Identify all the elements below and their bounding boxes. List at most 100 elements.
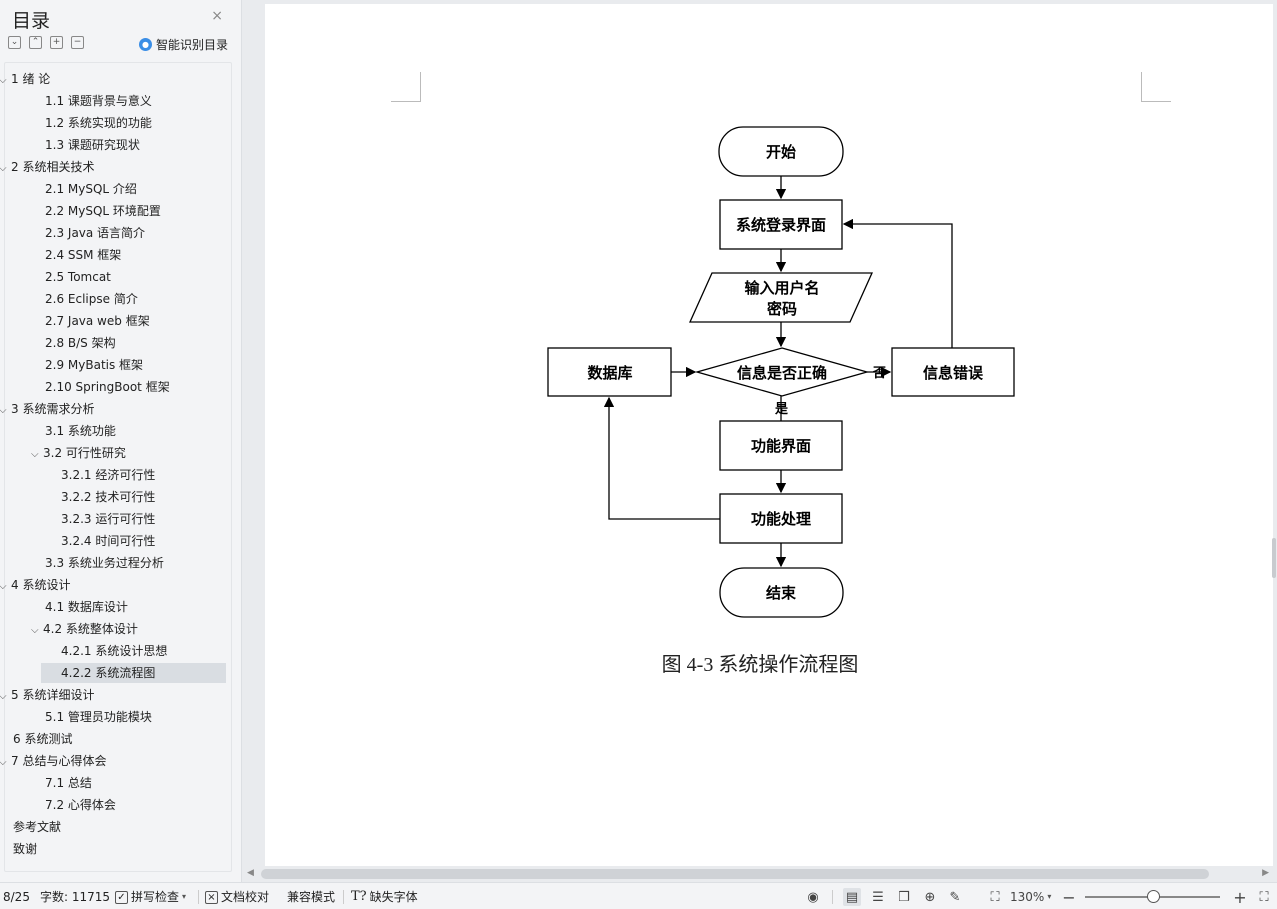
toc-item-label: 1 绪 论 — [11, 72, 51, 86]
divider — [343, 890, 344, 904]
spell-check-button[interactable]: ✓ 拼写检查 ▾ — [115, 888, 186, 906]
toc-item-label: 2.9 MyBatis 框架 — [45, 358, 144, 372]
chevron-down-icon[interactable]: ⌵ — [0, 405, 7, 416]
remove-heading-icon[interactable]: − — [71, 36, 84, 49]
flow-arrow — [603, 396, 720, 520]
toc-item-label: 2.6 Eclipse 简介 — [45, 292, 138, 306]
toc-item[interactable]: 3.2.1 经济可行性 — [61, 465, 155, 485]
reading-view-icon[interactable]: ❒ — [898, 889, 910, 905]
toc-item[interactable]: 2.3 Java 语言简介 — [45, 223, 145, 243]
toc-item[interactable]: 2.9 MyBatis 框架 — [45, 355, 143, 375]
toc-item[interactable]: 1.3 课题研究现状 — [45, 135, 140, 155]
toc-item[interactable]: 7.1 总结 — [45, 773, 92, 793]
chevron-down-icon[interactable]: ⌵ — [0, 75, 7, 86]
toc-item-label: 4 系统设计 — [11, 578, 71, 592]
toc-item-label: 2.10 SpringBoot 框架 — [45, 380, 170, 394]
chevron-down-icon[interactable]: ⌵ — [0, 757, 7, 768]
toc-item[interactable]: ⌵ 4 系统设计 — [0, 575, 70, 595]
toc-item[interactable]: 2.10 SpringBoot 框架 — [45, 377, 170, 397]
page-view-icon[interactable]: ▤ — [843, 888, 861, 906]
toc-item-label: 2.1 MySQL 介绍 — [45, 182, 137, 196]
toc-item[interactable]: 2.8 B/S 架构 — [45, 333, 116, 353]
sidebar-title: 目录 — [12, 10, 51, 32]
close-icon[interactable]: × — [211, 8, 223, 24]
vertical-scrollbar[interactable] — [1272, 538, 1276, 578]
toc-item-label: 2.8 B/S 架构 — [45, 336, 116, 350]
toc-item[interactable]: 3.2.3 运行可行性 — [61, 509, 155, 529]
missing-font-button[interactable]: T? 缺失字体 — [351, 888, 418, 906]
toc-item[interactable]: 4.1 数据库设计 — [45, 597, 128, 617]
toc-item-label: 4.2.2 系统流程图 — [61, 666, 156, 680]
chevron-down-icon[interactable]: ⌵ — [0, 691, 7, 702]
chevron-down-icon[interactable]: ⌵ — [31, 449, 39, 460]
toc-item-label: 3.2 可行性研究 — [43, 446, 126, 460]
toc-item[interactable]: 7.2 心得体会 — [45, 795, 116, 815]
toc-item[interactable]: ⌵4.2 系统整体设计 — [31, 619, 138, 639]
page-indicator[interactable]: 8/25 — [3, 890, 30, 904]
toc-item[interactable]: 3.3 系统业务过程分析 — [45, 553, 164, 573]
divider — [832, 890, 833, 904]
toc-item-label: 2.5 Tomcat — [45, 270, 111, 284]
figure-caption: 图 4-3 系统操作流程图 — [661, 654, 859, 676]
zoom-out-icon[interactable]: − — [1062, 887, 1076, 907]
web-view-icon[interactable]: ⊕ — [924, 889, 936, 905]
doc-proof-button[interactable]: × 文档校对 — [205, 888, 269, 906]
expand-up-icon[interactable]: ⌃ — [29, 36, 42, 49]
toc-item-label: 2.4 SSM 框架 — [45, 248, 122, 262]
toc-item[interactable]: 2.4 SSM 框架 — [45, 245, 121, 265]
toc-item[interactable]: 3.1 系统功能 — [45, 421, 116, 441]
fullscreen-icon[interactable]: ⛶ — [1259, 889, 1269, 905]
zoom-in-icon[interactable]: + — [1233, 887, 1247, 907]
toc-item[interactable]: ⌵ 3.2 可行性研究 — [31, 443, 126, 463]
toc-item[interactable]: 2.6 Eclipse 简介 — [45, 289, 138, 309]
toc-item[interactable]: ⌵ 7 总结与心得体会 — [0, 751, 106, 771]
collapse-all-icon[interactable]: ⌄ — [8, 36, 21, 49]
add-heading-icon[interactable]: + — [50, 36, 63, 49]
horizontal-scroll-thumb[interactable] — [261, 869, 1209, 879]
toc-item[interactable]: ⌵2 系统相关技术 — [0, 157, 94, 177]
horizontal-scrollbar[interactable]: ◀ ▶ — [243, 866, 1277, 882]
chevron-down-icon[interactable]: ⌵ — [0, 581, 7, 592]
toc-item[interactable]: 2.5 Tomcat — [45, 267, 111, 287]
toc-item[interactable]: ⌵ 1 绪 论 — [0, 69, 50, 89]
outline-view-icon[interactable]: ☰ — [872, 889, 884, 905]
toc-item[interactable]: 1.2 系统实现的功能 — [45, 113, 152, 133]
flow-function-proc-label: 功能处理 — [751, 510, 811, 528]
toc-item[interactable]: 致谢 — [13, 839, 37, 859]
eye-protect-icon[interactable]: ◉ — [807, 889, 819, 905]
fit-page-icon[interactable]: ⛶ — [990, 889, 1000, 905]
font-icon: T? — [351, 889, 367, 904]
sidebar-header: 目录 × — [0, 0, 241, 34]
toc-item[interactable]: 2.2 MySQL 环境配置 — [45, 201, 161, 221]
toc-item-label: 3.2.4 时间可行性 — [61, 534, 156, 548]
smart-toc-button[interactable]: ● 智能识别目录 — [139, 36, 228, 53]
toc-item[interactable]: 2.7 Java web 框架 — [45, 311, 150, 331]
toc-item[interactable]: 5.1 管理员功能模块 — [45, 707, 152, 727]
toc-item[interactable]: 6 系统测试 — [13, 729, 72, 749]
toc-item-label: 3.3 系统业务过程分析 — [45, 556, 164, 570]
toc-item[interactable]: 2.1 MySQL 介绍 — [45, 179, 137, 199]
scroll-right-icon[interactable]: ▶ — [1262, 868, 1269, 878]
toc-item[interactable]: 3.2.2 技术可行性 — [61, 487, 155, 507]
word-count[interactable]: 字数: 11715 — [40, 890, 111, 904]
chevron-down-icon[interactable]: ⌵ — [31, 625, 39, 636]
flow-error-label: 信息错误 — [923, 364, 984, 382]
toc-item[interactable]: ⌵3 系统需求分析 — [0, 399, 94, 419]
toc-item-label: 2.7 Java web 框架 — [45, 314, 150, 328]
scroll-left-icon[interactable]: ◀ — [247, 868, 254, 878]
flow-login-label: 系统登录界面 — [736, 216, 826, 234]
toc-item-label: 7 总结与心得体会 — [11, 754, 107, 768]
toc-item[interactable]: 1.1 课题背景与意义 — [45, 91, 152, 111]
toc-item[interactable]: 4.2.2 系统流程图 — [41, 663, 226, 683]
zoom-select[interactable]: 130% ▾ — [1010, 888, 1051, 906]
zoom-slider-handle[interactable] — [1146, 890, 1160, 903]
pen-icon[interactable]: ✎ — [949, 889, 961, 905]
toc-item[interactable]: 参考文献 — [13, 817, 61, 837]
toc-item[interactable]: ⌵5 系统详细设计 — [0, 685, 94, 705]
toc-item[interactable]: 3.2.4 时间可行性 — [61, 531, 155, 551]
toc-item-label: 致谢 — [13, 842, 38, 856]
chevron-down-icon[interactable]: ⌵ — [0, 163, 7, 174]
toc-item-label: 6 系统测试 — [13, 732, 73, 746]
toc-item[interactable]: 4.2.1 系统设计思想 — [61, 641, 167, 661]
